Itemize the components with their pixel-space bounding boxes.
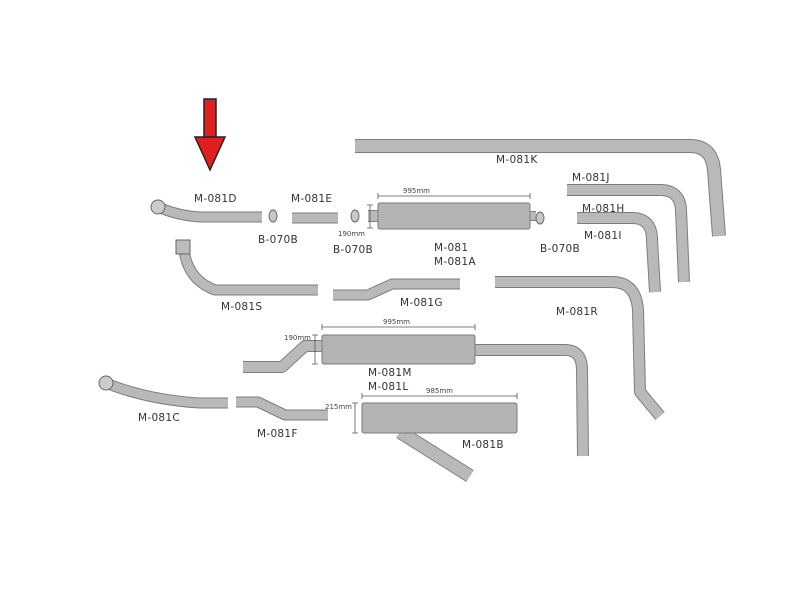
pipe-m081c	[106, 378, 228, 409]
pipe-m081b-branch	[396, 426, 474, 482]
flange-m081d	[150, 199, 166, 215]
muffler-m081b	[361, 402, 518, 434]
label-m081j: M-081J	[572, 172, 610, 184]
pipe-m081h	[577, 212, 661, 293]
pipe-m081d	[157, 202, 262, 223]
clamp-b070b-2	[350, 209, 360, 223]
label-b070b-1: B-070B	[258, 234, 298, 246]
dim-215mm: 215mm	[325, 403, 352, 411]
label-m081m: M-081M	[368, 367, 412, 379]
label-m081f: M-081F	[257, 428, 298, 440]
label-b070b-3: B-070B	[540, 243, 580, 255]
dim-190mm-1: 190mm	[338, 230, 365, 238]
label-m081s: M-081S	[221, 301, 262, 313]
dim-995mm-1: 995mm	[403, 187, 430, 195]
pipe-m081l	[475, 344, 589, 457]
pipe-m081r	[495, 276, 665, 420]
label-b070b-2: B-070B	[333, 244, 373, 256]
dim-190mm-2: 190mm	[284, 334, 311, 342]
muffler-m081	[377, 202, 531, 230]
label-m081a: M-081A	[434, 256, 476, 268]
pipe-m081m-inlet	[243, 340, 322, 373]
flange-m081c	[98, 375, 114, 391]
label-m081r: M-081R	[556, 306, 598, 318]
label-m081b: M-081B	[462, 439, 504, 451]
label-m081e: M-081E	[291, 193, 332, 205]
pipe-m081f	[236, 396, 328, 421]
clamp-b070b-1	[268, 209, 278, 223]
label-m081l: M-081L	[368, 381, 409, 393]
flange-m081s	[175, 239, 191, 255]
clamp-b070b-3	[535, 211, 545, 225]
red-down-arrow-icon	[193, 98, 227, 172]
muffler-m081m	[321, 334, 476, 365]
pipe-m081s	[178, 249, 318, 296]
pipe-m081j	[567, 184, 690, 283]
label-m081c: M-081C	[138, 412, 180, 424]
pipe-m081k	[355, 139, 726, 237]
pipe-m081g	[333, 278, 460, 301]
label-m081h: M-081H	[582, 203, 625, 215]
dim-995mm-2: 995mm	[383, 318, 410, 326]
dimension-lines	[312, 193, 531, 434]
label-m081d: M-081D	[194, 193, 237, 205]
label-m081i: M-081I	[584, 230, 622, 242]
label-m081g: M-081G	[400, 297, 443, 309]
label-m081: M-081	[434, 242, 468, 254]
label-m081k: M-081K	[496, 154, 538, 166]
dim-985mm: 985mm	[426, 387, 453, 395]
